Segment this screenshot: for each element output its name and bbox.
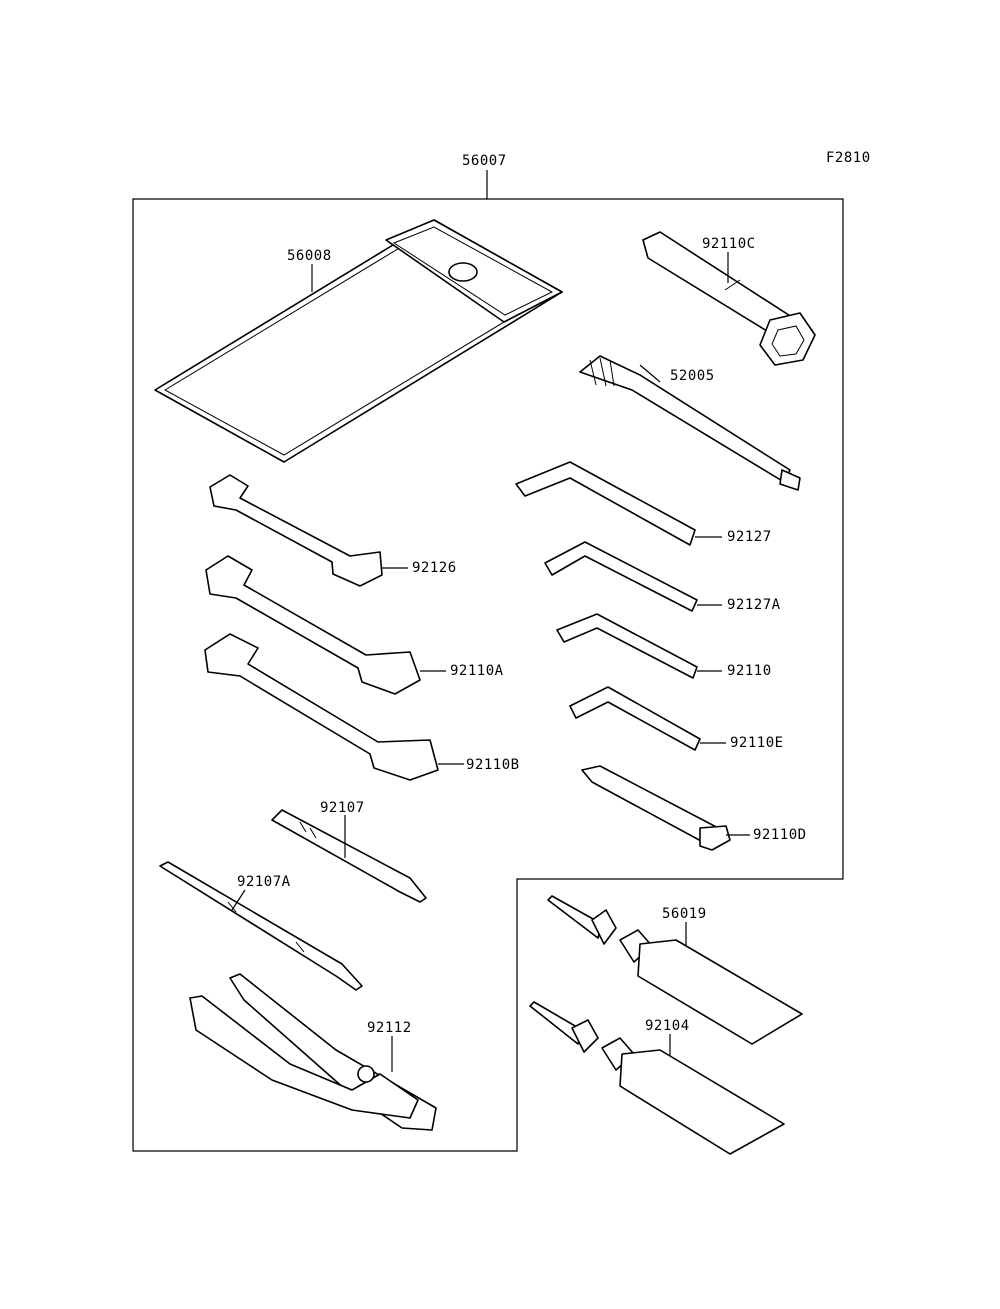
label-56008: 56008 (287, 248, 332, 264)
wrench-92126: 92126 (209, 474, 457, 587)
wrench-92110B: 92110B (204, 633, 520, 781)
label-92107: 92107 (320, 800, 365, 816)
label-92110A: 92110A (450, 663, 504, 679)
tool-bag: 56008 (154, 219, 563, 463)
grease-tube-92104: 92104 (529, 1001, 785, 1155)
label-92112: 92112 (367, 1020, 412, 1036)
screwdriver: 92107A (159, 861, 363, 991)
label-92104: 92104 (645, 1018, 690, 1034)
spoke-wrench: 92110D (581, 765, 807, 851)
label-92127: 92127 (727, 529, 772, 545)
plug-wrench: 92110C (642, 231, 816, 366)
hex-key-92110E: 92110E (569, 686, 784, 751)
screwdriver-bit: 92107 (271, 800, 427, 903)
hex-key-92110: 92110 (556, 613, 772, 679)
label-92127A: 92127A (727, 597, 781, 613)
screwdriver-grip: 52005 (579, 355, 801, 491)
pliers: 92112 (189, 973, 437, 1131)
label-92110C: 92110C (702, 236, 756, 252)
label-52005: 52005 (670, 368, 715, 384)
kit-boundary: 56007 (132, 153, 844, 1152)
wrench-92110A: 92110A (205, 555, 504, 695)
hex-key-92127A: 92127A (544, 541, 781, 613)
label-92110E: 92110E (730, 735, 784, 751)
label-56019: 56019 (662, 906, 707, 922)
label-92107A: 92107A (237, 874, 291, 890)
hex-key-92127: 92127 (515, 461, 772, 546)
label-56007: 56007 (462, 153, 507, 169)
label-92110: 92110 (727, 663, 772, 679)
figure-code: F2810 (826, 150, 871, 166)
grease-tube-56019: 56019 (547, 895, 803, 1045)
label-92110B: 92110B (466, 757, 520, 773)
label-92110D: 92110D (753, 827, 807, 843)
label-92126: 92126 (412, 560, 457, 576)
